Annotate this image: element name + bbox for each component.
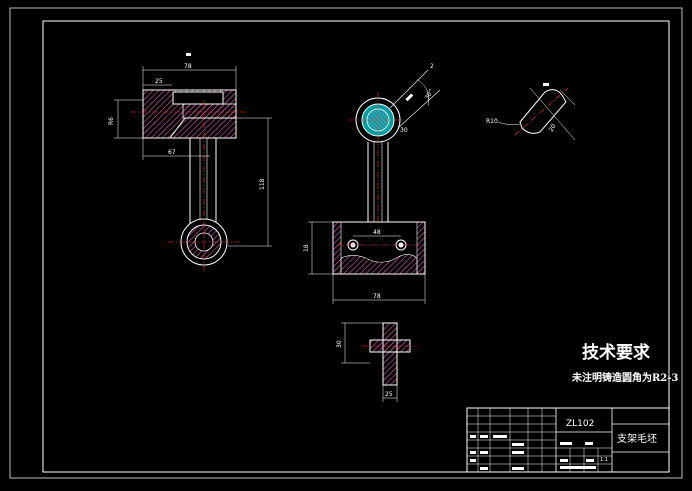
front-head-bore: [172, 91, 224, 105]
tb-label-bar-5: [470, 451, 476, 454]
side-angle-leader: [389, 69, 429, 109]
dim-text-bottom-width: 78: [373, 293, 381, 300]
tb-label-bar-8: [470, 459, 476, 462]
dim-text-detail-radius: R10: [486, 118, 498, 125]
tb-label-bar-11: [560, 442, 572, 445]
side-base-bottom-hatch: [340, 254, 418, 275]
dim-text-hole-label: 30: [400, 127, 408, 134]
side-base-left-wall: [332, 221, 342, 275]
tb-label-bar-7: [512, 451, 524, 454]
tb-label-bar-13: [560, 459, 568, 462]
tb-label-bar-9: [480, 467, 488, 470]
side-leader-marker: [405, 93, 414, 102]
tb-label-bar-14: [586, 459, 594, 462]
dim-text-base-height: 18: [303, 244, 310, 252]
detail-centerline: [514, 87, 569, 136]
tb-label-bar-2: [480, 435, 488, 438]
front-view-marker: [186, 53, 191, 56]
tb-label-bar-15: [560, 466, 596, 469]
dim-text-left-height: R6: [108, 117, 115, 125]
detail-view-marker: [543, 83, 549, 86]
detail-leader-1: [529, 87, 576, 141]
tb-label-bar-10: [512, 467, 524, 470]
detail-view: R10 20: [486, 83, 576, 141]
title-block-scale: 1:1: [600, 457, 608, 463]
inner-frame: [42, 20, 670, 473]
tb-label-bar-3: [493, 435, 507, 438]
dim-text-section-height: 30: [336, 340, 343, 348]
side-angle-leader2: [397, 89, 441, 129]
dim-text-section-width: 25: [385, 391, 393, 398]
front-head-step: [182, 103, 237, 119]
dim-text-angle-small: 2: [430, 63, 434, 70]
dim-text-inner-width: 25: [155, 78, 163, 85]
side-angle-arc: [417, 79, 430, 107]
dim-text-center-spacing: 48: [373, 229, 381, 236]
detail-radius-arc: [497, 121, 521, 125]
front-head-slope: [143, 117, 236, 139]
dim-text-detail-width: 20: [548, 123, 558, 133]
tb-label-bar-6: [480, 451, 488, 454]
section-vertical-web: [382, 322, 398, 386]
side-view: 30° 2 30 48 18 78: [303, 63, 441, 304]
dim-text-angle: 30°: [424, 88, 435, 101]
side-base-right-wall: [416, 221, 426, 275]
tech-requirements-note: 未注明铸造圆角为R2-3: [571, 371, 678, 384]
tech-requirements: 技术要求 未注明铸造圆角为R2-3: [571, 342, 678, 384]
dim-text-lower-offset: 67: [168, 149, 176, 156]
detail-outline: [519, 89, 567, 134]
dim-text-top-width: 78: [184, 63, 192, 70]
section-view: 30 25: [336, 322, 418, 402]
dim-text-vertical-length: 118: [259, 178, 266, 190]
tb-label-bar-1: [470, 435, 476, 438]
tb-label-bar-12: [585, 442, 593, 445]
outer-frame: [9, 7, 683, 479]
front-view: 78 25 67 R6 118: [108, 53, 272, 272]
tech-requirements-title: 技术要求: [582, 342, 650, 363]
title-block-drawing-code: ZL102: [566, 419, 594, 429]
tb-label-bar-4: [512, 443, 524, 446]
title-block-part-name: 支架毛坯: [617, 433, 657, 445]
title-block: ZL102 支架毛坯 1:1: [466, 407, 670, 473]
